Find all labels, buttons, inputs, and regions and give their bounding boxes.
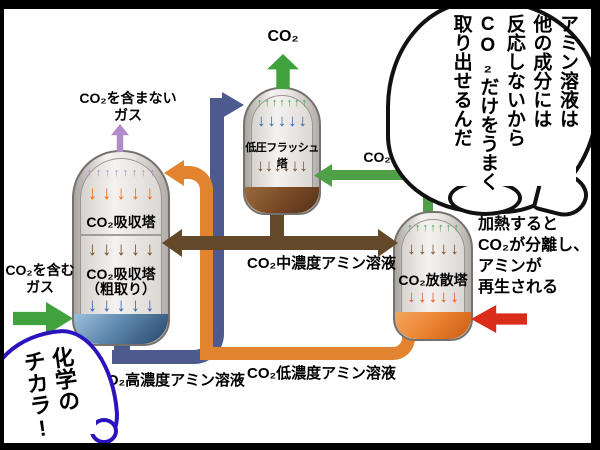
speech-bubble-cover	[446, 160, 576, 186]
frame-bar-top	[0, 0, 600, 9]
absorber-section1-label: CO₂吸収塔	[86, 214, 156, 230]
frame-bar-left	[0, 0, 4, 450]
power-bubble: 化学の チカラ!	[0, 325, 123, 450]
rich-amine-arrowhead-icon	[222, 92, 244, 118]
absorber-section2-label-line2: （粗取り）	[86, 281, 156, 297]
power-bubble-notch-cover	[82, 420, 96, 434]
heating-note-line4: 再生される	[478, 279, 559, 296]
absorber-up-arrows-icon: ↑↑↑↑↑↑↑↑	[86, 167, 156, 179]
speech-bubble: アミン溶液は 他の成分には 反応しないから CO₂だけをうまく 取り出せるんだ	[386, 0, 600, 222]
flash-brown-arrows-icon: ↓↓↓↓↓↓	[256, 156, 308, 175]
rich-amine-label: CO₂高濃度アミン溶液	[96, 372, 245, 389]
absorber-liquid	[74, 314, 168, 344]
co2-recycle-label: CO₂	[363, 149, 391, 165]
stripper-brown-arrows-icon: ↓↓↓↓↓	[407, 239, 459, 258]
stripper-tower-label: CO₂放散塔	[398, 272, 468, 288]
frame-bar-bottom	[0, 443, 600, 450]
speech-line: アミン溶液は	[557, 14, 578, 128]
flash-blue-arrows-icon: ↓↓↓↓↓	[256, 111, 307, 130]
co2-top-label: CO₂	[267, 28, 299, 45]
feed-gas-label-line1: CO₂を含む	[5, 262, 75, 278]
absorber-blue-arrows-icon: ↓↓↓↓↓	[87, 295, 155, 316]
speech-line: CO₂だけをうまく	[477, 14, 499, 191]
clean-gas-label: CO₂を含まない ガス	[70, 90, 186, 124]
absorber-down-arrows-icon: ↓↓↓↓↓	[87, 183, 155, 204]
flash-tower: ↑↑↑↑↑↑↑ ↓↓↓↓↓ 低圧フラッシュ塔 ↓↓↓↓↓↓	[243, 87, 321, 215]
stripper-liquid	[395, 312, 471, 339]
lean-amine-pipe-horizontal	[200, 331, 415, 360]
flash-up-arrows-icon: ↑↑↑↑↑↑↑	[256, 97, 307, 109]
stripper-orange-arrows-icon: ↓↓↓↓↓	[407, 287, 459, 306]
absorber-vessel	[80, 158, 162, 338]
speech-line: 他の成分には	[530, 14, 552, 128]
co2-stripper-tower: ↑↑↑↑↑↑↑ ↓↓↓↓↓ CO₂放散塔 ↓↓↓↓↓	[393, 211, 473, 341]
flash-liquid	[245, 187, 319, 213]
heating-note-line2: CO₂が分離し、	[478, 237, 590, 254]
mid-amine-pipe-horizontal	[178, 236, 382, 250]
speech-line: 取り出せるんだ	[450, 14, 472, 147]
absorber-section-divider	[80, 234, 162, 236]
co2-absorber-tower: ↑↑↑↑↑↑↑↑ ↓↓↓↓↓ CO₂吸収塔 ↓↓↓↓↓ CO₂吸収塔 （粗取り）…	[72, 150, 170, 346]
heating-note-line3: アミンが	[478, 258, 542, 275]
feed-gas-label-line2: ガス	[26, 279, 54, 295]
flash-tower-label: 低圧フラッシュ塔	[245, 142, 319, 170]
heat-left-arrow-icon	[471, 305, 527, 333]
speech-line: 反応しないから	[503, 14, 525, 147]
absorber-brown-arrows-icon: ↓↓↓↓↓	[87, 239, 155, 260]
mid-amine-label: CO₂中濃度アミン溶液	[247, 255, 396, 272]
stripper-up-arrows-icon: ↑↑↑↑↑↑↑	[407, 222, 459, 234]
heating-note: 加熱すると CO₂が分離し、 アミンが 再生される	[478, 214, 600, 298]
lean-amine-pipe-vertical	[178, 166, 213, 356]
speech-bubble-text: アミン溶液は 他の成分には 反応しないから CO₂だけをうまく 取り出せるんだ	[447, 14, 580, 192]
absorber-section2-label-line1: CO₂吸収塔	[86, 266, 156, 282]
lean-amine-label: CO₂低濃度アミン溶液	[247, 365, 396, 382]
clean-gas-label-line2: ガス	[114, 107, 142, 123]
feed-gas-label: CO₂を含む ガス	[0, 262, 80, 296]
heating-note-line1: 加熱すると	[478, 216, 559, 233]
co2-out-up-arrow-icon	[267, 54, 299, 89]
clean-gas-label-line1: CO₂を含まない	[79, 90, 177, 106]
frame-bar-right	[591, 0, 600, 450]
